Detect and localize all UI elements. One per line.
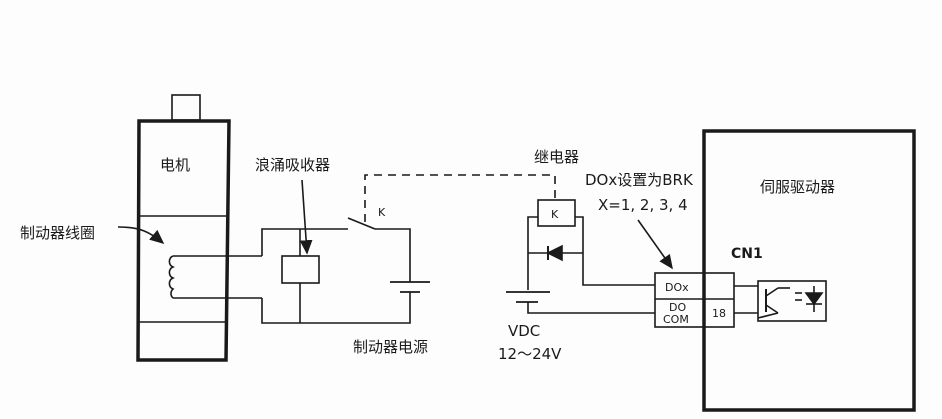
surge-absorber-circuit	[261, 179, 411, 324]
cn1-terminal	[654, 272, 735, 328]
pin-do-label: DO	[669, 301, 686, 314]
brake-power-label: 制动器电源	[353, 338, 428, 356]
relay-link-dashed	[364, 174, 556, 222]
dox-setting-label: DOx设置为BRK	[585, 171, 694, 189]
motor-body	[136, 94, 231, 362]
motor-label: 电机	[160, 156, 190, 174]
pin-com-label: COM	[663, 313, 689, 326]
pin-dox-label: DOx	[665, 281, 689, 294]
servo-drive-box	[702, 129, 916, 412]
surge-absorber-label: 浪涌吸收器	[255, 156, 330, 174]
relay-label: 继电器	[534, 148, 579, 166]
pin-18-label: 18	[712, 307, 726, 320]
relay-coil-box	[537, 199, 576, 227]
optocoupler-icon	[734, 280, 827, 322]
dox-index-label: X=1, 2, 3, 4	[598, 196, 688, 214]
servo-drive-label: 伺服驱动器	[760, 178, 835, 196]
relay-coil-k-label: K	[551, 208, 559, 221]
brake-coil-label: 制动器线圈	[20, 224, 95, 242]
relay-circuit	[506, 199, 655, 314]
switch-k-label: K	[378, 206, 386, 219]
diode-icon	[546, 244, 563, 262]
brake-coil-pointer	[117, 226, 165, 245]
vdc-label: VDC	[508, 322, 540, 340]
brake-coil-icon	[168, 255, 262, 299]
relay-switch-k	[347, 217, 430, 296]
vdc-range-label: 12～24V	[498, 345, 562, 363]
cn1-label: CN1	[731, 246, 763, 262]
surge-absorber-box	[281, 255, 320, 284]
